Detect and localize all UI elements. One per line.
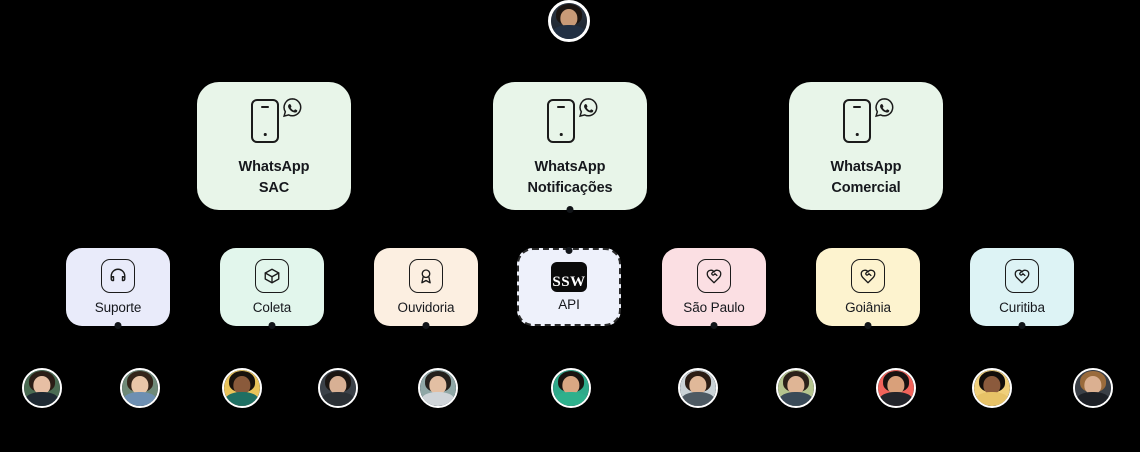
phone-icon xyxy=(251,98,279,143)
team-label: Goiânia xyxy=(845,300,891,315)
team-label: Ouvidoria xyxy=(397,300,455,315)
team-label: Coleta xyxy=(252,300,292,315)
agent-avatar[interactable] xyxy=(120,368,160,408)
box-icon xyxy=(255,259,289,293)
agent-avatar[interactable] xyxy=(418,368,458,408)
agent-avatar[interactable] xyxy=(318,368,358,408)
connector-handle-bottom[interactable] xyxy=(268,322,276,329)
whatsapp-icon xyxy=(875,98,894,118)
connector-handle-bottom[interactable] xyxy=(566,206,574,213)
team-label: Curitiba xyxy=(999,300,1045,315)
award-icon xyxy=(409,259,443,293)
phone-icon xyxy=(547,98,575,143)
team-label: São Paulo xyxy=(683,300,745,315)
channel-card-whatsapp-comercial[interactable]: WhatsApp Comercial xyxy=(789,82,943,210)
phone-whatsapp-icon xyxy=(837,97,895,145)
team-card-suporte[interactable]: Suporte xyxy=(66,248,170,329)
team-card-ouvidoria[interactable]: Ouvidoria xyxy=(374,248,478,329)
connector-handle-bottom[interactable] xyxy=(422,322,430,329)
connector-handle-top[interactable] xyxy=(565,247,573,254)
agent-avatar[interactable] xyxy=(876,368,916,408)
agent-avatar[interactable] xyxy=(1073,368,1113,408)
whatsapp-icon xyxy=(283,98,302,118)
heart-handshake-icon xyxy=(851,259,885,293)
whatsapp-icon xyxy=(579,98,598,118)
root-user-avatar[interactable] xyxy=(548,0,590,42)
agent-avatar[interactable] xyxy=(22,368,62,408)
channel-card-whatsapp-notificacoes[interactable]: WhatsApp Notificações xyxy=(493,82,647,213)
team-label: API xyxy=(558,297,580,312)
agent-avatar[interactable] xyxy=(776,368,816,408)
agent-avatar[interactable] xyxy=(551,368,591,408)
phone-icon xyxy=(843,98,871,143)
connector-handle-bottom[interactable] xyxy=(114,322,122,329)
channel-label-line2: SAC xyxy=(258,180,290,196)
agent-avatar[interactable] xyxy=(972,368,1012,408)
phone-whatsapp-icon xyxy=(245,97,303,145)
phone-whatsapp-icon xyxy=(541,97,599,145)
team-label: Suporte xyxy=(94,300,142,315)
channel-label-line2: Notificações xyxy=(527,180,613,196)
connector-handle-bottom[interactable] xyxy=(864,322,872,329)
connector-handle-bottom[interactable] xyxy=(710,322,718,329)
agent-avatar[interactable] xyxy=(678,368,718,408)
channel-label-line1: WhatsApp xyxy=(534,158,606,175)
team-card-sao-paulo[interactable]: São Paulo xyxy=(662,248,766,329)
team-card-goiania[interactable]: Goiânia xyxy=(816,248,920,329)
team-card-api[interactable]: SSW API xyxy=(517,247,621,326)
channel-label-line1: WhatsApp xyxy=(238,158,310,175)
heart-handshake-icon xyxy=(1005,259,1039,293)
connector-handle-bottom[interactable] xyxy=(1018,322,1026,329)
ssw-logo: SSW xyxy=(551,262,587,292)
channel-label-line1: WhatsApp xyxy=(830,158,902,175)
heart-handshake-icon xyxy=(697,259,731,293)
team-card-curitiba[interactable]: Curitiba xyxy=(970,248,1074,329)
agent-avatar[interactable] xyxy=(222,368,262,408)
channel-card-whatsapp-sac[interactable]: WhatsApp SAC xyxy=(197,82,351,210)
headphones-icon xyxy=(101,259,135,293)
team-card-coleta[interactable]: Coleta xyxy=(220,248,324,329)
channel-label-line2: Comercial xyxy=(831,180,901,196)
